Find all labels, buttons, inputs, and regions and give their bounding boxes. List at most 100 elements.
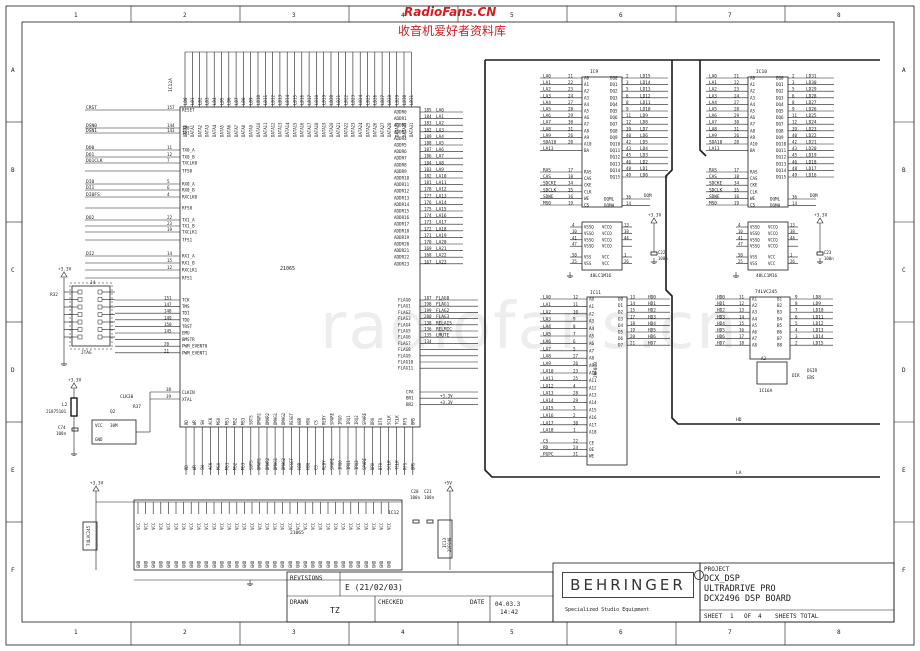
- jtag-pin-label: TCK: [182, 298, 190, 303]
- left-net-label: DSN0: [86, 123, 97, 129]
- supply-label: +3.3V: [648, 213, 662, 219]
- flag-net-label: RELAIS: [436, 320, 452, 326]
- sdram1-dq-net: LD5: [640, 140, 648, 146]
- flash-addr-pin-label: A17: [589, 422, 597, 427]
- sdram1-dq-num: 40: [626, 133, 632, 138]
- sdram2-dq-pin-label: DQ14: [776, 168, 787, 173]
- flash-addr-net: LA1: [543, 302, 551, 308]
- sdram1-dq-net: LD0: [640, 173, 648, 179]
- sdram1-ctl-net: CAS: [543, 174, 551, 180]
- flash-addr-net: LA8: [543, 354, 551, 360]
- cpa-pin-label: BR1: [406, 396, 414, 401]
- sdram2-dq-num: 3: [792, 80, 795, 85]
- bottom-pin-label: SPARE: [330, 412, 335, 425]
- supply-label: +3.3V: [814, 213, 828, 219]
- flash-addr-net: LA6: [543, 339, 551, 345]
- buffer-in-num: 18: [739, 341, 745, 346]
- sdram1-pwr-pin-label: VCCQ: [602, 244, 612, 249]
- jtag-pin-label: TRST: [182, 324, 193, 329]
- sheets-total-label: SHEETS TOTAL: [775, 613, 819, 620]
- buffer-out-num: 9: [795, 295, 798, 300]
- flash-ctl-pin-label: OE: [589, 447, 595, 452]
- flash-addr-pin-label: A9: [589, 363, 595, 368]
- sdram2-ctl-num: 34: [734, 181, 740, 186]
- flash-addr-net: LA11: [543, 376, 554, 382]
- sdram1-dq-net: LD7: [640, 126, 648, 132]
- data-net-label: LD19: [322, 94, 327, 105]
- sdram2-dq-num: 45: [792, 153, 798, 158]
- addr-pin-num: 184: [424, 114, 432, 119]
- data-net-label: LD15: [292, 94, 297, 105]
- sdram2-dq-num: 5: [792, 87, 795, 92]
- flash-addr-net: LA9: [543, 361, 551, 367]
- jtag-pin-label: TMS: [182, 304, 190, 309]
- flash-ctl-num: 24: [573, 445, 579, 450]
- bottom-net-label: DMAR2: [265, 457, 270, 470]
- bottom-net-label: SPARE: [362, 457, 367, 470]
- left-pin-label: ID0: [182, 126, 190, 131]
- sdram1-pwr-pin-label: VSS: [584, 255, 592, 260]
- sdram2-addr-num: 24: [734, 93, 740, 98]
- sdram1-ctl-pin-label: WE: [584, 196, 590, 201]
- flash-addr-pin-label: A5: [589, 334, 595, 339]
- flash-addr-net: LA13: [543, 391, 554, 397]
- osc-inductor-val: 21875101: [46, 409, 67, 414]
- bottom-pin-label: DMAR1: [257, 412, 262, 425]
- flash-addr-net: LA7: [543, 346, 551, 352]
- decoupling-gnd-label: GND: [311, 560, 316, 568]
- flash-addr-net: LA5: [543, 332, 551, 338]
- flash-addr-num: 29: [573, 398, 579, 403]
- flash-addr-pin-label: A8: [589, 356, 595, 361]
- buffer-gate-ref: IC16A: [759, 388, 773, 394]
- sdram2-dq-num: 40: [792, 133, 798, 138]
- decoupling-vdd-label: VCC: [197, 522, 202, 530]
- flash-data-num: 14: [630, 301, 636, 306]
- buffer-out-num: 8: [795, 301, 798, 306]
- flash-addr-pin-label: A1: [589, 304, 595, 309]
- buffer-out-pin-label: B8: [777, 343, 783, 348]
- project-line: DCX2496 DSP BOARD: [704, 594, 791, 604]
- bottom-pin-label: ACK: [208, 417, 213, 425]
- decoupling-gnd-label: GND: [151, 560, 156, 568]
- sdram1-pwr-num: 44: [624, 235, 629, 240]
- sdram2-addr-num: 30: [734, 120, 740, 125]
- sdram1-dq-num: 8: [626, 100, 629, 105]
- bottom-net-label: SBTS: [249, 460, 254, 470]
- flag-pin-label: FLAG5: [398, 329, 411, 334]
- sdram1-ctl-num: 19: [568, 201, 574, 206]
- sdram1-addr-net: LA6: [543, 113, 551, 119]
- addr-pin-num: 182: [424, 174, 432, 179]
- osc-resistor-ref: R37: [133, 404, 141, 410]
- bottom-pin-label: RESET: [289, 412, 294, 425]
- company-tagline: Specialized Studio Equipment: [565, 607, 649, 613]
- sdram1-addr-pin-label: BA: [584, 148, 590, 153]
- bottom-net-label: DT0: [378, 462, 383, 470]
- buffer-out-pin-label: B2: [777, 303, 783, 308]
- flag-pin-label: FLAG3: [398, 316, 411, 321]
- left-net-label: DO1: [86, 152, 95, 158]
- sdram2-dq-num: 43: [792, 146, 798, 151]
- buffer-out-pin-label: B5: [777, 323, 783, 328]
- buffer-out-num: 2: [795, 341, 798, 346]
- sdram1-dq-pin-label: DQ13: [610, 161, 621, 166]
- data-pin-label: DATA15: [292, 122, 297, 137]
- buffer-out-num: 6: [795, 314, 798, 319]
- sdram1-addr-pin-label: A1: [584, 82, 590, 87]
- sdram2-ctl-net: SDWE: [709, 194, 720, 200]
- sdram1-ctl-net: SDCLK: [543, 187, 557, 193]
- sdram2-dq-pin-label: DQ2: [776, 89, 784, 94]
- sdram2-addr-pin-label: A9: [750, 135, 756, 140]
- addr-pin-num: 189: [424, 134, 432, 139]
- sdram1-dq-num: 42: [626, 140, 632, 145]
- buffer-in-num: 15: [739, 321, 745, 326]
- sdram1-dqm-net: DQM: [644, 193, 652, 198]
- jtag-pin-icon: [97, 319, 103, 325]
- sdram2-addr-pin-label: A1: [750, 82, 756, 87]
- jtag-pin-label: TDO: [182, 317, 190, 322]
- sdram1-dq-net: LD1: [640, 166, 648, 172]
- data-net-label: LD31: [409, 94, 414, 105]
- sdram2-addr-net: LA13: [709, 146, 720, 152]
- bottom-pin-label: MS3: [241, 417, 246, 425]
- addr-pin-label: ADDR16: [394, 215, 410, 220]
- data-pin-label: DATA0: [183, 124, 188, 137]
